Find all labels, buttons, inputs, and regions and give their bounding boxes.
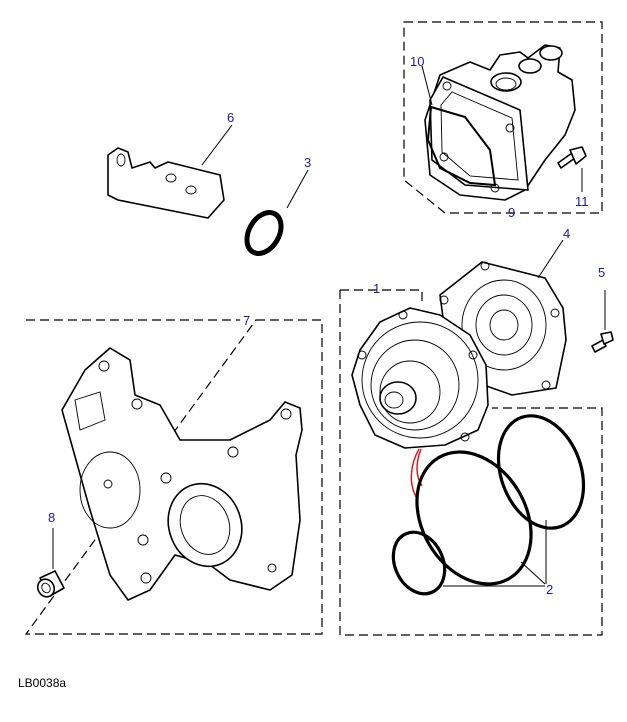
diagram-reference-code: LB0038a <box>18 676 67 690</box>
mounting-bracket-group: 6 <box>107 110 234 219</box>
callout-6: 6 <box>227 110 234 125</box>
pump-housing-group: 7 8 <box>24 313 323 635</box>
callout-2: 2 <box>546 582 553 597</box>
sealing-washer-group: 3 <box>244 155 311 256</box>
water-pump <box>351 307 489 449</box>
dowel-bush <box>36 570 65 598</box>
callout-5: 5 <box>598 265 605 280</box>
pump-housing <box>61 347 303 601</box>
water-pump-group: 1 2 <box>339 281 603 636</box>
callout-9: 9 <box>508 205 515 220</box>
o-ring-medium <box>496 414 586 530</box>
flange-bolt-group: 5 <box>591 265 614 353</box>
callout-11: 11 <box>575 194 589 209</box>
outlet-housing-bolt <box>557 146 587 169</box>
callout-1: 1 <box>373 281 380 296</box>
callout-4: 4 <box>563 226 570 241</box>
group-boundary-1 <box>339 289 603 636</box>
sealing-washer <box>244 210 284 256</box>
outlet-housing-gasket <box>426 105 497 187</box>
callout-10: 10 <box>410 54 424 69</box>
o-ring-small <box>391 530 447 596</box>
callout-3: 3 <box>304 155 311 170</box>
mounting-bracket <box>107 147 225 219</box>
group-boundary-9 <box>403 21 603 214</box>
callout-7: 7 <box>243 313 250 328</box>
callout-8: 8 <box>48 510 55 525</box>
flange-bolt <box>591 339 607 353</box>
o-ring-large <box>415 450 533 586</box>
outlet-housing-group: 10 9 11 <box>403 21 603 220</box>
